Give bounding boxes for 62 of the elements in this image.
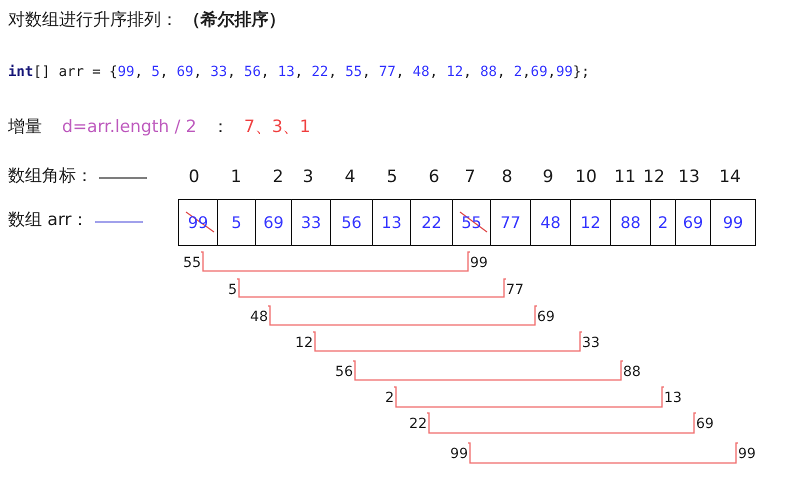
pair-number: 77 bbox=[506, 283, 524, 297]
index-number: 12 bbox=[642, 169, 666, 186]
array-cell: 12 bbox=[570, 199, 611, 246]
array-cell: 5 bbox=[217, 199, 256, 246]
pair-number: 99 bbox=[450, 447, 468, 461]
array-cell: 99 bbox=[710, 199, 756, 246]
index-number: 10 bbox=[574, 169, 598, 186]
index-number: 11 bbox=[613, 169, 637, 186]
pair-number: 88 bbox=[623, 365, 641, 379]
pair-number: 5 bbox=[228, 283, 237, 297]
index-number: 13 bbox=[677, 169, 701, 186]
array-cell: 88 bbox=[610, 199, 651, 246]
bracket-line bbox=[426, 412, 696, 434]
label-text: ： bbox=[212, 119, 229, 136]
leader-line bbox=[99, 177, 147, 179]
pair-number: 56 bbox=[335, 365, 353, 379]
pair-number: 13 bbox=[664, 391, 682, 405]
pair-number: 55 bbox=[183, 256, 201, 270]
array-cell: 33 bbox=[291, 199, 331, 246]
pair-number: 99 bbox=[738, 447, 756, 461]
array-cell: 69 bbox=[675, 199, 711, 246]
title: 对数组进行升序排列： （希尔排序） bbox=[8, 12, 286, 29]
bracket-line bbox=[352, 360, 624, 381]
bracket-line bbox=[394, 386, 664, 408]
code-line: int[] arr = {99, 5, 69, 33, 56, 13, 22, 55, 77, 48, 12, 88, 2,69,99}; bbox=[8, 65, 590, 79]
leader-line bbox=[95, 221, 143, 223]
pair-number: 33 bbox=[582, 336, 600, 350]
pair-number: 2 bbox=[385, 391, 394, 405]
index-number: 9 bbox=[542, 169, 554, 186]
array-cell: 48 bbox=[530, 199, 571, 246]
formula-text: d=arr.length / 2 bbox=[62, 119, 197, 136]
array-cell: 69 bbox=[255, 199, 292, 246]
pair-number: 22 bbox=[409, 417, 427, 431]
index-number: 7 bbox=[464, 169, 476, 186]
index-number: 6 bbox=[428, 169, 440, 186]
row-label: 数组 arr： bbox=[8, 212, 89, 229]
index-number: 3 bbox=[302, 169, 314, 186]
bracket-line bbox=[236, 278, 506, 298]
index-number: 2 bbox=[272, 169, 284, 186]
index-number: 14 bbox=[718, 169, 742, 186]
array-cell: 2 bbox=[650, 199, 676, 246]
array-cell: 13 bbox=[372, 199, 411, 246]
index-number: 0 bbox=[188, 169, 200, 186]
bracket-line bbox=[200, 251, 470, 272]
pair-number: 69 bbox=[537, 310, 555, 324]
bracket-line bbox=[312, 331, 582, 352]
index-number: 1 bbox=[230, 169, 242, 186]
row-label: 数组角标： bbox=[8, 168, 93, 185]
index-number: 8 bbox=[500, 169, 514, 186]
pair-number: 48 bbox=[250, 310, 268, 324]
index-number: 4 bbox=[344, 169, 356, 186]
pair-number: 12 bbox=[295, 336, 313, 350]
array-cell: 56 bbox=[330, 199, 373, 246]
pair-number: 99 bbox=[470, 256, 488, 270]
pair-number: 69 bbox=[696, 417, 714, 431]
array-cell: 77 bbox=[490, 199, 531, 246]
increment-values: 7、3、1 bbox=[244, 119, 310, 136]
array-cell: 22 bbox=[410, 199, 453, 246]
label-text: 增量 bbox=[8, 119, 42, 136]
index-number: 5 bbox=[386, 169, 398, 186]
bracket-line bbox=[468, 442, 738, 464]
bracket-line bbox=[268, 305, 538, 326]
